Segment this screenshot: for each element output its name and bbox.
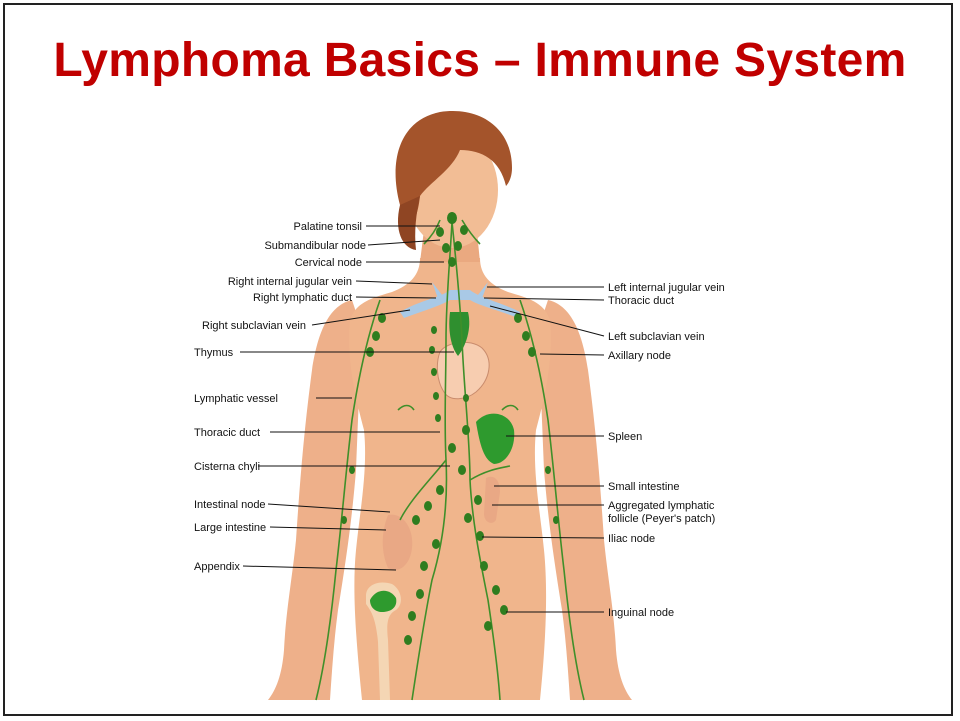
label-axillary-node: Axillary node	[608, 350, 671, 362]
label-large-intestine: Large intestine	[194, 522, 266, 534]
label-left-internal-jugular-vein: Left internal jugular vein	[608, 282, 725, 294]
label-small-intestine: Small intestine	[608, 481, 680, 493]
label-thoracic-duct-right: Thoracic duct	[608, 295, 674, 307]
label-thoracic-duct-left: Thoracic duct	[194, 427, 260, 439]
label-cisterna-chyli: Cisterna chyli	[194, 461, 260, 473]
label-lymphatic-vessel: Lymphatic vessel	[194, 393, 278, 405]
label-right-subclavian-vein: Right subclavian vein	[202, 320, 306, 332]
label-cervical-node: Cervical node	[295, 257, 362, 269]
right-labels: Left internal jugular vein Thoracic duct…	[608, 282, 725, 619]
label-aggregated-lymphatic-follicle-line1: Aggregated lymphatic	[608, 500, 715, 512]
label-right-internal-jugular-vein: Right internal jugular vein	[228, 276, 352, 288]
label-right-lymphatic-duct: Right lymphatic duct	[253, 292, 352, 304]
label-left-subclavian-vein: Left subclavian vein	[608, 331, 705, 343]
label-iliac-node: Iliac node	[608, 533, 655, 545]
label-aggregated-lymphatic-follicle-line2: follicle (Peyer's patch)	[608, 513, 715, 525]
label-intestinal-node: Intestinal node	[194, 499, 266, 511]
label-spleen: Spleen	[608, 431, 642, 443]
label-submandibular-node: Submandibular node	[264, 240, 366, 252]
label-inguinal-node: Inguinal node	[608, 607, 674, 619]
label-thymus: Thymus	[194, 347, 234, 359]
label-appendix: Appendix	[194, 561, 240, 573]
label-palatine-tonsil: Palatine tonsil	[294, 221, 363, 233]
